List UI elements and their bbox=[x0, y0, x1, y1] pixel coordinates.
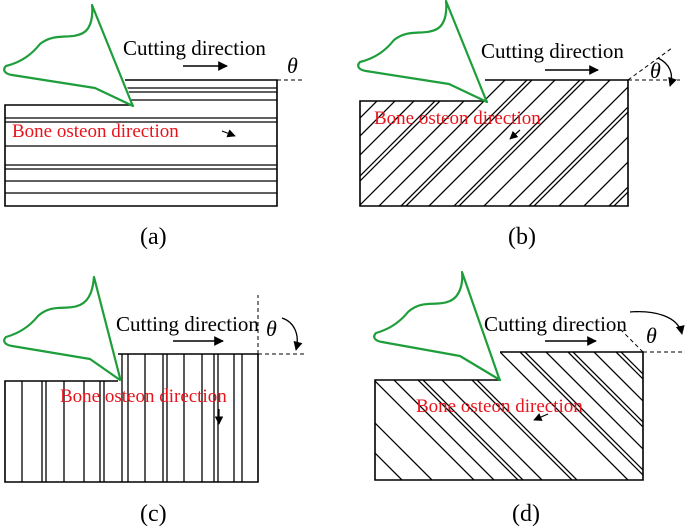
theta-arc-b bbox=[657, 57, 677, 87]
panel-c: Cutting direction θ Bone osteon directio… bbox=[3, 275, 305, 526]
panel-label-d: (d) bbox=[512, 501, 540, 526]
cutting-direction-label-c: Cutting direction bbox=[116, 312, 259, 336]
osteon-label-a: Bone osteon direction bbox=[12, 121, 179, 142]
panel-d: Cutting direction θ Bone osteon directio… bbox=[373, 270, 685, 526]
osteon-label-d: Bone osteon direction bbox=[416, 396, 583, 417]
workpiece-d bbox=[374, 351, 644, 481]
theta-arc-d bbox=[629, 310, 685, 335]
panel-label-c: (c) bbox=[140, 501, 167, 526]
theta-symbol-d: θ bbox=[646, 323, 657, 348]
osteon-angle-line-d bbox=[617, 326, 644, 353]
workpiece-b bbox=[359, 79, 629, 207]
panel-a: Cutting direction θ Bone osteon directio… bbox=[3, 3, 305, 250]
cutting-tool-d bbox=[373, 270, 502, 382]
cutting-tool-a bbox=[3, 3, 135, 108]
theta-symbol-a: θ bbox=[287, 53, 298, 78]
theta-symbol-b: θ bbox=[650, 58, 661, 83]
osteon-arrow-d bbox=[533, 413, 549, 421]
osteon-label-c: Bone osteon direction bbox=[60, 386, 227, 407]
theta-symbol-c: θ bbox=[266, 316, 277, 341]
osteon-arrow-b bbox=[509, 129, 521, 140]
cutting-tool-c bbox=[3, 275, 122, 382]
workpiece-c bbox=[4, 353, 259, 483]
osteon-arrow-a bbox=[221, 129, 236, 138]
panel-label-b: (b) bbox=[508, 224, 536, 250]
workpiece-a bbox=[4, 79, 278, 207]
osteon-label-b: Bone osteon direction bbox=[374, 108, 541, 129]
osteon-angle-line-b bbox=[627, 47, 673, 81]
cutting-direction-label-a: Cutting direction bbox=[123, 36, 266, 60]
theta-arc-c bbox=[281, 317, 303, 351]
cutting-direction-label-d: Cutting direction bbox=[484, 312, 627, 336]
cutting-direction-label-b: Cutting direction bbox=[481, 39, 624, 63]
panel-b: Cutting direction θ Bone osteon directio… bbox=[357, 0, 680, 250]
panel-label-a: (a) bbox=[140, 224, 167, 250]
cutting-tool-b bbox=[357, 0, 489, 104]
